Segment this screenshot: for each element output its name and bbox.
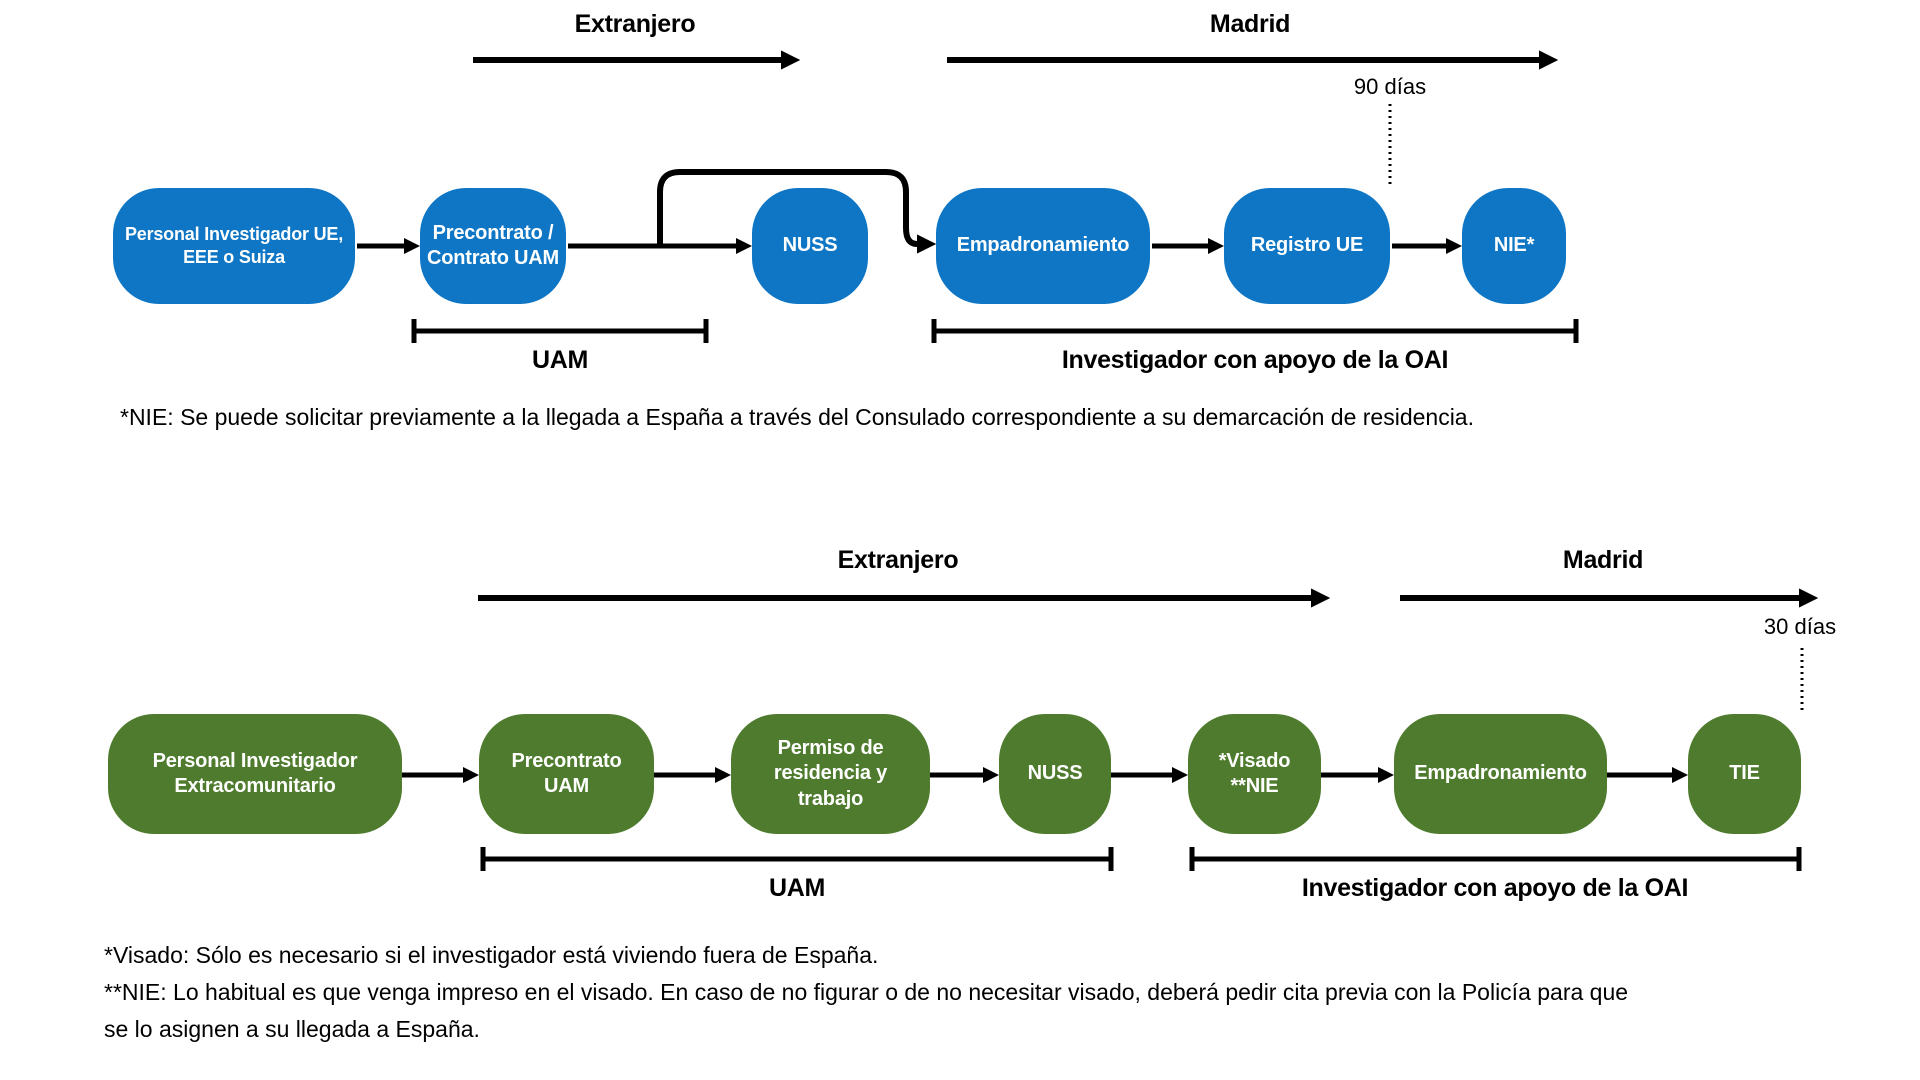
noneu-oai-bracket	[1189, 847, 1802, 871]
noneu-footnote-nie-line2: se lo asignen a su llegada a España.	[104, 1016, 480, 1042]
eu-deadline-90-dias-label: 90 días	[1353, 74, 1427, 99]
eu-bracket-oai-label: Investigador con apoyo de la OAI	[1061, 346, 1449, 374]
node-tie: TIE	[1688, 714, 1801, 834]
node-nuss-noneu: NUSS	[999, 714, 1111, 834]
noneu-footnote-visado: *Visado: Sólo es necesario si el investi…	[104, 942, 879, 968]
node-permiso-residencia-trabajo: Permiso de residencia y trabajo	[731, 714, 930, 834]
node-personal-investigador-extracomunitario: Personal Investigador Extracomunitario	[108, 714, 402, 834]
node-nuss-eu: NUSS	[752, 188, 868, 304]
eu-phase-extranjero-label: Extranjero	[574, 10, 696, 38]
noneu-bracket-uam-label: UAM	[768, 874, 826, 902]
noneu-phase-extranjero-label: Extranjero	[837, 546, 959, 574]
node-empadronamiento-noneu: Empadronamiento	[1394, 714, 1607, 834]
eu-footnote-nie: *NIE: Se puede solicitar previamente a l…	[120, 404, 1474, 430]
eu-phase-madrid-label: Madrid	[1209, 10, 1291, 38]
node-visado-nie: *Visado **NIE	[1188, 714, 1321, 834]
noneu-uam-bracket	[480, 847, 1114, 871]
node-nie: NIE*	[1462, 188, 1566, 304]
noneu-deadline-30-dias-label: 30 días	[1763, 614, 1837, 639]
node-empadronamiento-eu: Empadronamiento	[936, 188, 1150, 304]
noneu-footnote-nie-line1: **NIE: Lo habitual es que venga impreso …	[104, 979, 1629, 1005]
eu-oai-bracket	[931, 319, 1579, 343]
eu-uam-bracket	[411, 319, 709, 343]
node-precontrato-uam: Precontrato UAM	[479, 714, 654, 834]
node-precontrato-contrato-uam: Precontrato / Contrato UAM	[420, 188, 566, 304]
noneu-phase-madrid-label: Madrid	[1562, 546, 1644, 574]
node-personal-investigador-ue: Personal Investigador UE, EEE o Suiza	[113, 188, 355, 304]
eu-bracket-uam-label: UAM	[531, 346, 589, 374]
node-registro-ue: Registro UE	[1224, 188, 1390, 304]
noneu-bracket-oai-label: Investigador con apoyo de la OAI	[1301, 874, 1689, 902]
